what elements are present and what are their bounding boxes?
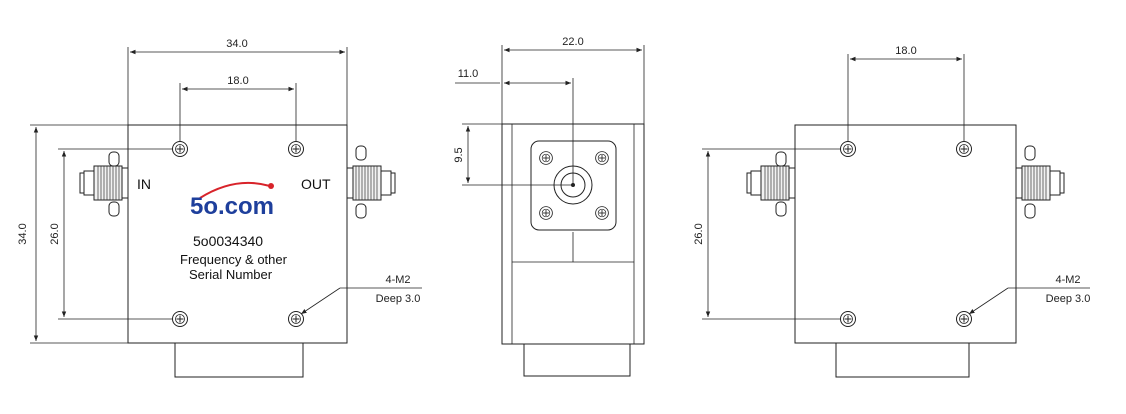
- side-center-height-dim: 9.5: [453, 147, 465, 162]
- out-connector: [346, 165, 396, 201]
- front-height-dim: 34.0: [17, 223, 29, 244]
- front-view: 34.0 18.0 34.0 26.0 IN OUT 5o.com 5o0034…: [17, 38, 422, 378]
- brand-logo: 5o.com: [190, 181, 274, 220]
- back-view: 18.0 26.0 4-M2 Deep 3.0: [693, 45, 1091, 378]
- svg-text:5o.com: 5o.com: [190, 193, 274, 220]
- back-housing: [794, 124, 1017, 344]
- port-in-label: IN: [137, 176, 151, 192]
- front-width-dim: 34.0: [226, 38, 247, 50]
- back-right-connector: [1015, 165, 1065, 201]
- front-housing: [127, 124, 348, 344]
- side-base: [523, 343, 631, 377]
- note-line-2: Serial Number: [189, 267, 273, 282]
- mount-hole: [840, 311, 856, 327]
- mount-hole: [172, 311, 188, 327]
- note-line-1: Frequency & other: [180, 252, 288, 267]
- in-connector: [79, 165, 129, 201]
- mount-hole: [172, 141, 188, 157]
- side-view: 22.0 11.0 9.5: [453, 36, 645, 377]
- port-out-label: OUT: [301, 176, 331, 192]
- part-number: 5o0034340: [193, 233, 263, 249]
- mount-hole: [956, 141, 972, 157]
- front-hole-callout: 4-M2: [385, 274, 410, 286]
- back-hole-spacing-v-dim: 26.0: [693, 223, 705, 244]
- back-hole-depth: Deep 3.0: [1046, 293, 1091, 305]
- back-hole-callout: 4-M2: [1055, 274, 1080, 286]
- back-left-connector: [746, 165, 796, 201]
- mount-hole: [288, 141, 304, 157]
- front-hole-spacing-v-dim: 26.0: [49, 223, 61, 244]
- side-center-offset-dim: 11.0: [458, 68, 479, 80]
- side-width-dim: 22.0: [562, 36, 583, 48]
- back-hole-spacing-h-dim: 18.0: [895, 45, 916, 57]
- front-base: [174, 342, 304, 378]
- back-base: [835, 342, 970, 378]
- front-hole-depth: Deep 3.0: [376, 293, 421, 305]
- mount-hole: [840, 141, 856, 157]
- front-hole-spacing-h-dim: 18.0: [227, 75, 248, 87]
